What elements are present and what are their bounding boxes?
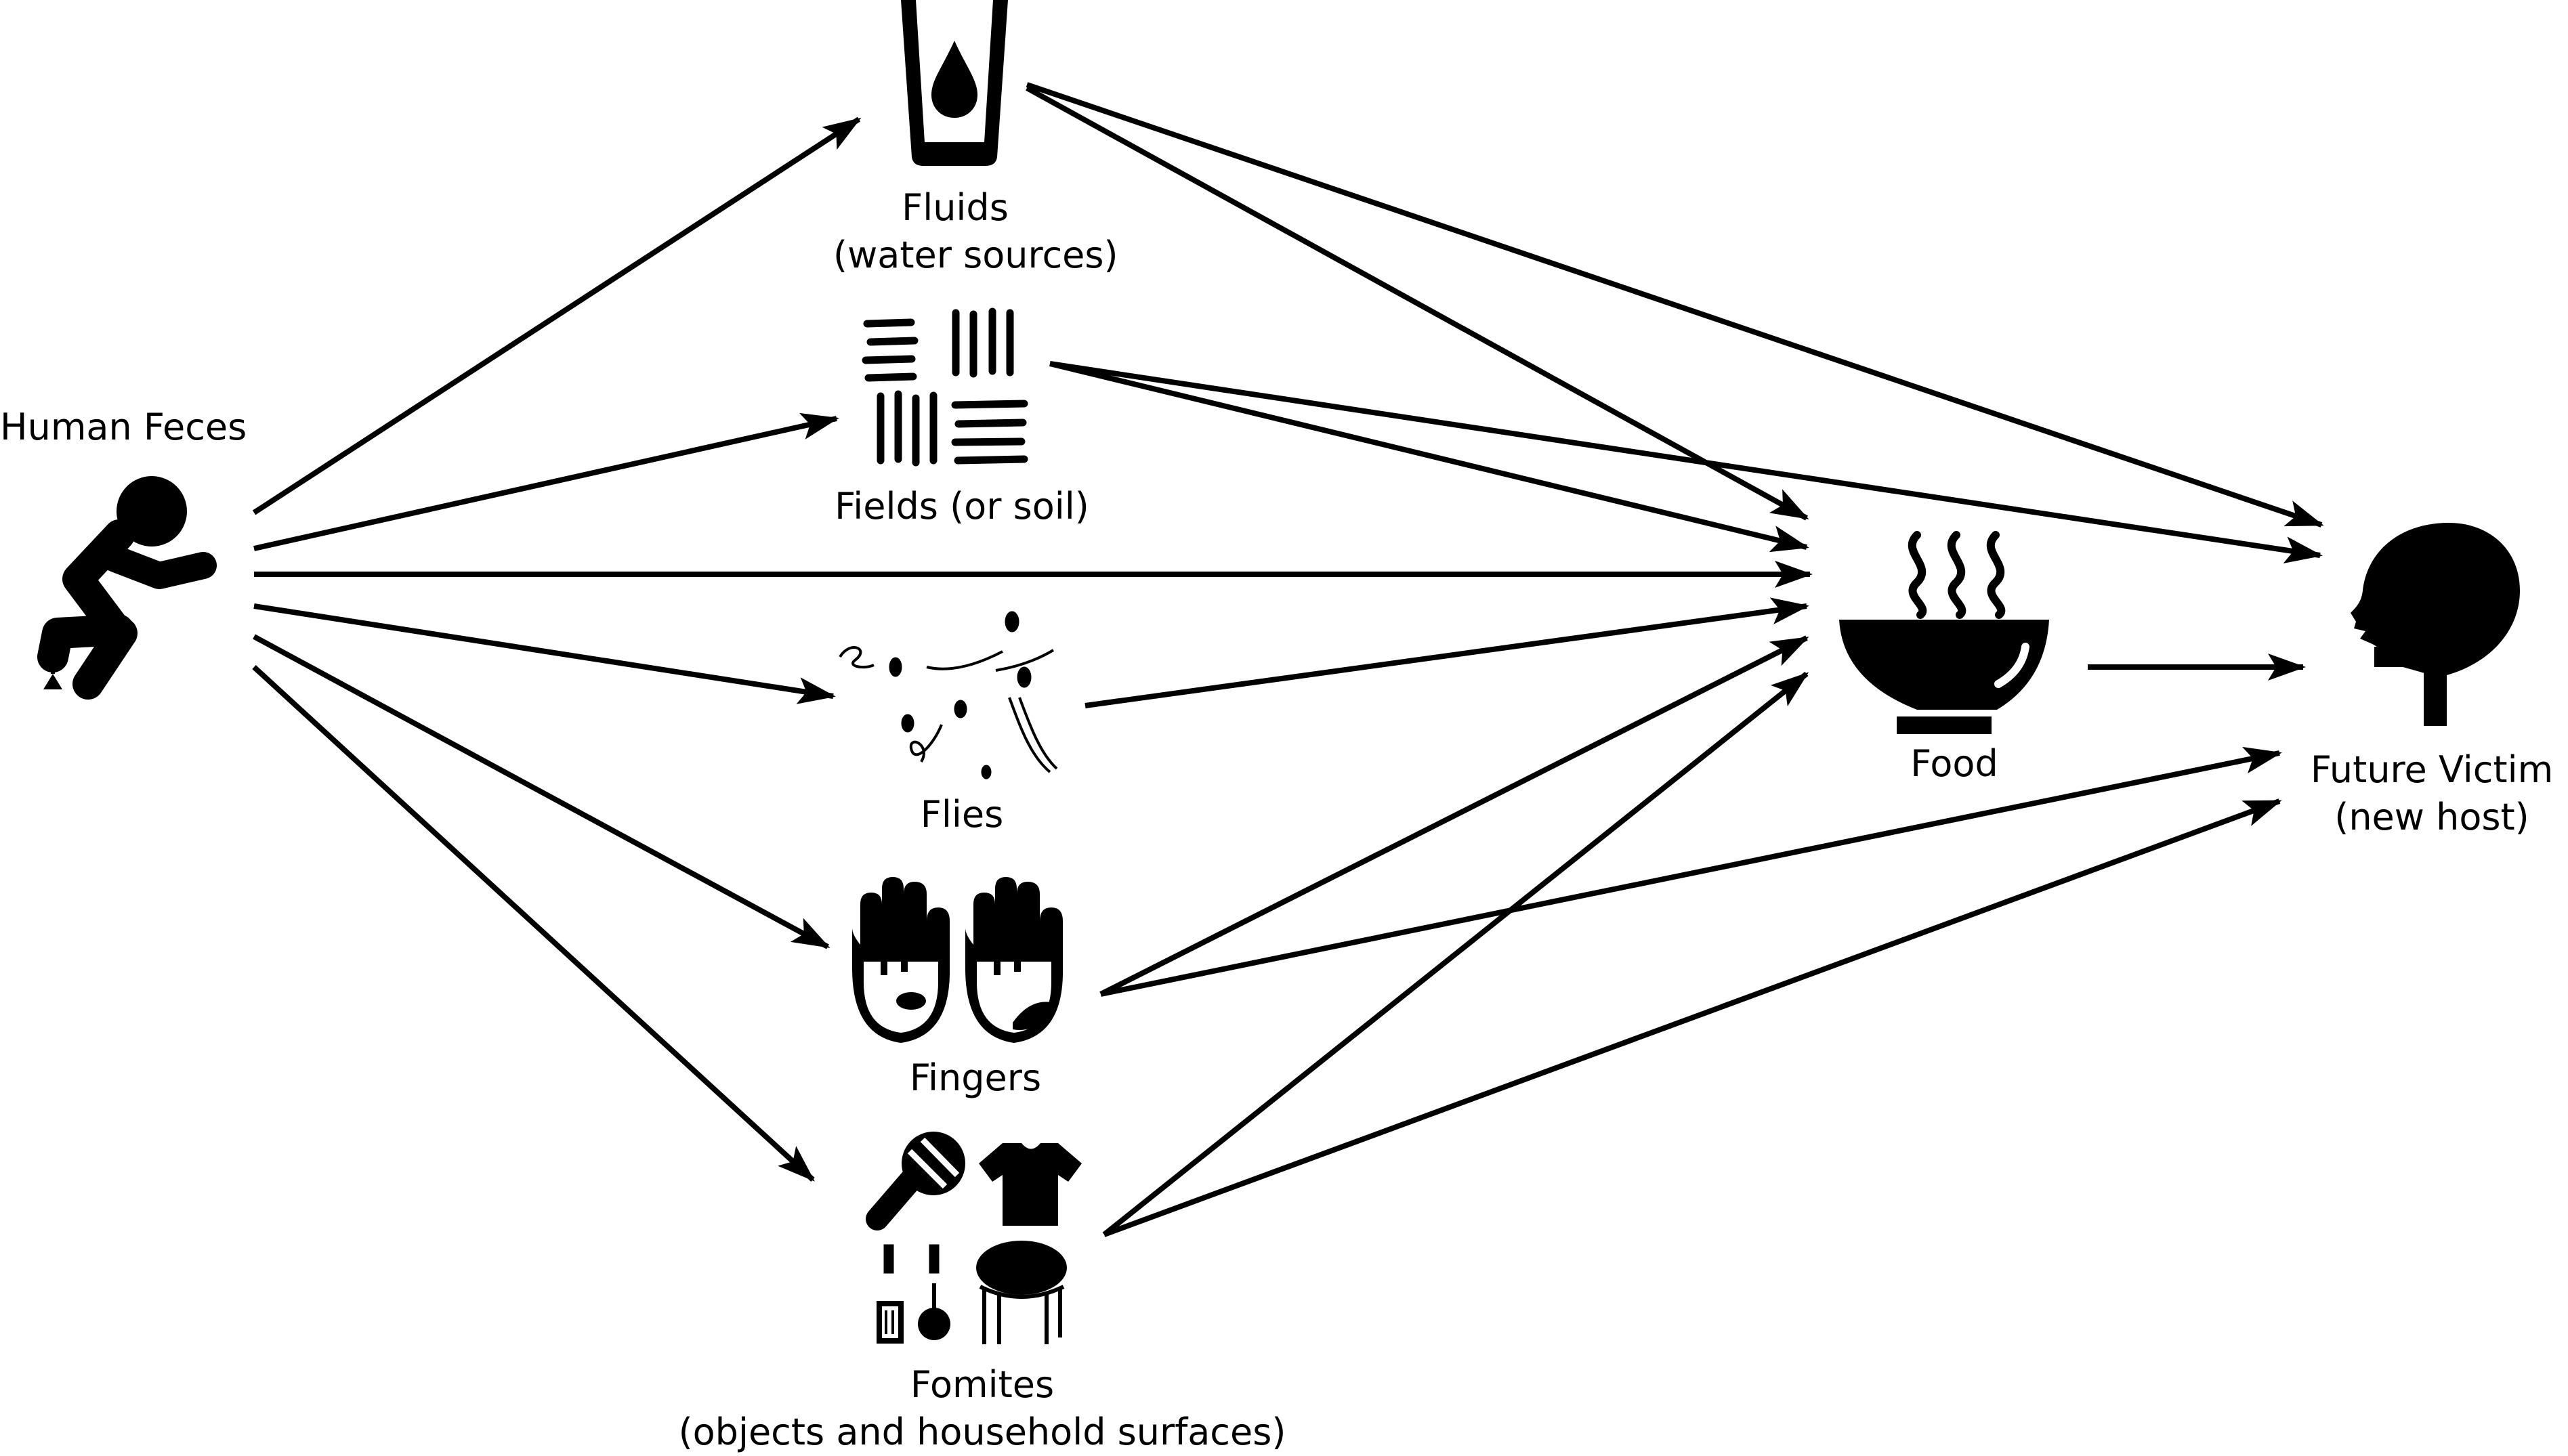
- fluids-title: Fluids: [902, 186, 1009, 229]
- arrow-feces-to-fields: [253, 412, 839, 551]
- flies-icon: [839, 611, 1058, 779]
- node-label-food: Food: [1863, 740, 2046, 788]
- arrow-fluids-to-victim: [1026, 82, 2324, 528]
- person-defecating-icon: [37, 476, 217, 700]
- arrow-fluids-to-food: [1026, 85, 1809, 521]
- arrow-fields-to-food: [1049, 361, 1809, 553]
- node-label-fluids: Fluids (water sources): [833, 184, 1118, 279]
- node-label-fields: Fields (or soil): [813, 483, 1111, 530]
- human-head-profile-icon: [2351, 523, 2520, 726]
- node-label-human-feces: Human Feces: [0, 404, 247, 451]
- future-victim-title: Future Victim: [2310, 748, 2554, 791]
- arrow-feces-to-fomites: [252, 665, 815, 1182]
- dirty-hands-icon: [852, 877, 1063, 1043]
- arrow-fingers-to-food: [1099, 635, 1809, 997]
- fomites-title: Fomites: [910, 1363, 1055, 1406]
- transmission-arrows: [252, 82, 2324, 1237]
- fingers-title: Fingers: [909, 1056, 1042, 1099]
- arrow-fingers-to-victim: [1100, 746, 2282, 997]
- food-title: Food: [1910, 742, 1998, 785]
- future-victim-subtitle: (new host): [2334, 796, 2529, 838]
- node-label-flies: Flies: [881, 791, 1043, 838]
- water-glass-icon: [901, 0, 1008, 166]
- node-label-fingers: Fingers: [874, 1054, 1077, 1102]
- node-label-future-victim: Future Victim (new host): [2290, 746, 2568, 841]
- arrow-feces-to-flies: [253, 603, 836, 704]
- arrow-flies-to-food: [1085, 597, 1809, 708]
- human-feces-title: Human Feces: [0, 406, 247, 448]
- hot-food-bowl-icon: [1839, 531, 2049, 734]
- household-objects-icon: [866, 1132, 1082, 1344]
- arrow-fields-to-victim: [1049, 361, 2323, 564]
- flies-title: Flies: [920, 793, 1004, 836]
- fluids-subtitle: (water sources): [833, 234, 1118, 276]
- fomites-subtitle: (objects and household surfaces): [678, 1411, 1286, 1453]
- soil-fields-icon: [862, 307, 1028, 467]
- fields-title: Fields (or soil): [835, 485, 1089, 528]
- arrow-fomites-to-food: [1102, 671, 1809, 1237]
- arrow-feces-to-fingers: [253, 634, 830, 949]
- arrow-feces-to-fluids: [252, 116, 862, 515]
- arrow-fomites-to-victim: [1103, 798, 2282, 1237]
- node-label-fomites: Fomites (objects and household surfaces): [664, 1361, 1301, 1456]
